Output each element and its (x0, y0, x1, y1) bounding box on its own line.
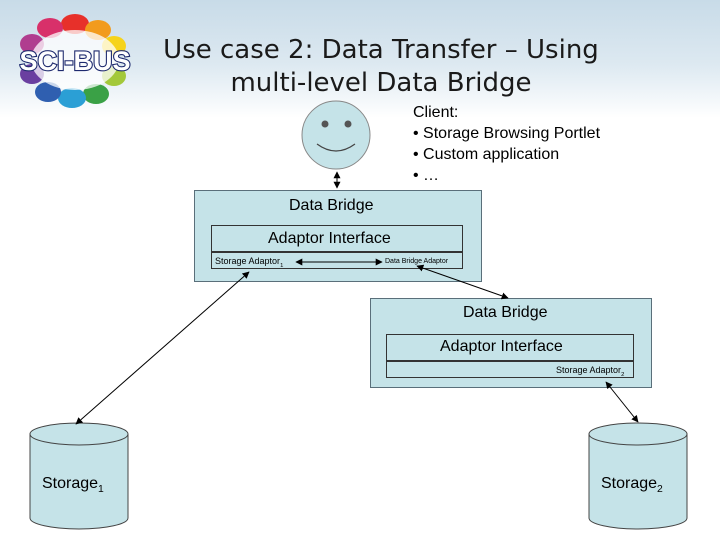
data-bridge-2-title: Data Bridge (463, 304, 548, 321)
storage-2-arrow (605, 381, 639, 423)
storage-1-label: Storage1 (42, 475, 104, 496)
data-bridge-1-title: Data Bridge (289, 197, 374, 214)
adaptor-row-2 (386, 361, 634, 378)
adaptor-interface-2 (386, 334, 634, 361)
storage-2-label: Storage2 (601, 475, 663, 496)
client-list: Client: • Storage Browsing Portlet • Cus… (413, 102, 600, 186)
data-bridge-adaptor-label: Data Bridge Adaptor (385, 258, 449, 265)
adaptor-interface-1-label: Adaptor Interface (268, 230, 391, 247)
storage-2-cylinder (588, 422, 688, 530)
logo-petals-icon (20, 14, 126, 108)
storage-adaptor-2-label: Storage Adaptor2 (556, 365, 625, 378)
smiley-icon (301, 100, 371, 170)
client-item: • … (413, 167, 440, 184)
sci-bus-logo: SCI-BUS (18, 14, 132, 108)
adaptor-interface-1 (211, 225, 463, 252)
client-item: • Custom application (413, 146, 560, 163)
storage-1-arrow (75, 271, 250, 425)
storage-1-cylinder (29, 422, 129, 530)
header-band (0, 0, 720, 118)
client-item: • Storage Browsing Portlet (413, 125, 601, 142)
client-heading: Client: (413, 104, 459, 121)
storage-adaptor-1-label: Storage Adaptor1 (215, 256, 284, 269)
logo-text: SCI-BUS (19, 46, 130, 76)
adaptor-interface-2-label: Adaptor Interface (440, 338, 563, 355)
slide-title: Use case 2: Data Transfer – Using multi-… (163, 35, 599, 98)
bridge-1-to-bridge-2-arrow (416, 264, 509, 300)
